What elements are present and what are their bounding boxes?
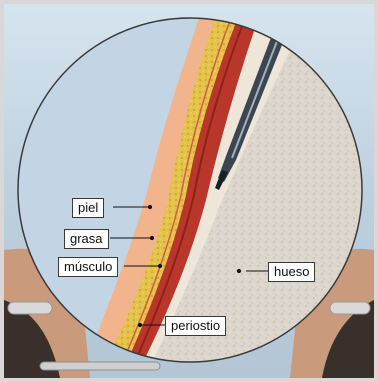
- label-muscle: músculo: [58, 257, 118, 277]
- label-skin: piel: [72, 198, 104, 218]
- label-fat: grasa: [64, 229, 109, 249]
- label-periosteum: periostio: [165, 316, 226, 336]
- label-bone: hueso: [268, 262, 315, 282]
